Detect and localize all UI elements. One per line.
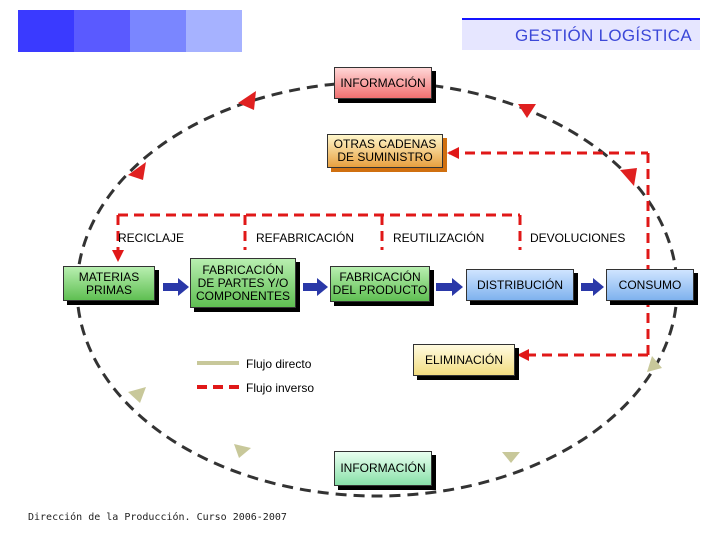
node-materias-primas: MATERIAS PRIMAS	[63, 266, 155, 301]
header-square-1	[18, 10, 74, 52]
cycle-arrow-right	[620, 168, 637, 186]
cycle-arrow-bottom-left	[128, 387, 146, 403]
cycle-arrow-top-right	[518, 104, 536, 118]
label-refabricacion: REFABRICACIÓN	[256, 231, 355, 245]
reverse-arrow-eliminacion	[517, 349, 529, 361]
node-informacion-top: INFORMACIÓN	[334, 67, 432, 99]
node-informacion-bottom: INFORMACIÓN	[334, 451, 432, 486]
legend-direct-label: Flujo directo	[246, 357, 312, 371]
header-square-3	[130, 10, 186, 52]
header-square-2	[74, 10, 130, 52]
cycle-arrow-left	[128, 162, 146, 180]
reverse-arrow-otras	[447, 147, 459, 159]
node-eliminacion: ELIMINACIÓN	[413, 344, 515, 376]
node-distribucion: DISTRIBUCIÓN	[466, 269, 574, 301]
cycle-arrow-bottom-mid	[234, 444, 251, 458]
node-otras-cadenas: OTRAS CADENAS DE SUMINISTRO	[327, 134, 443, 168]
label-reciclaje: RECICLAJE	[118, 231, 185, 245]
label-reutilizacion: REUTILIZACIÓN	[393, 231, 485, 245]
node-fabricacion-producto: FABRICACIÓN DEL PRODUCTO	[330, 266, 430, 302]
page-title: GESTIÓN LOGÍSTICA	[514, 26, 692, 45]
reverse-arrow-reciclaje	[112, 250, 124, 262]
node-consumo: CONSUMO	[606, 269, 694, 301]
cycle-arrow-bottom-right	[502, 452, 520, 463]
title-bar: GESTIÓN LOGÍSTICA	[462, 18, 700, 50]
label-devoluciones: DEVOLUCIONES	[530, 231, 626, 245]
node-fabricacion-partes: FABRICACIÓN DE PARTES Y/O COMPONENTES	[190, 258, 296, 308]
footer-text: Dirección de la Producción. Curso 2006-2…	[28, 512, 287, 523]
cycle-arrow-right-low	[647, 356, 662, 372]
header-square-4	[186, 10, 242, 52]
legend-reverse-label: Flujo inverso	[246, 381, 315, 395]
cycle-arrow-top-left	[238, 91, 256, 110]
